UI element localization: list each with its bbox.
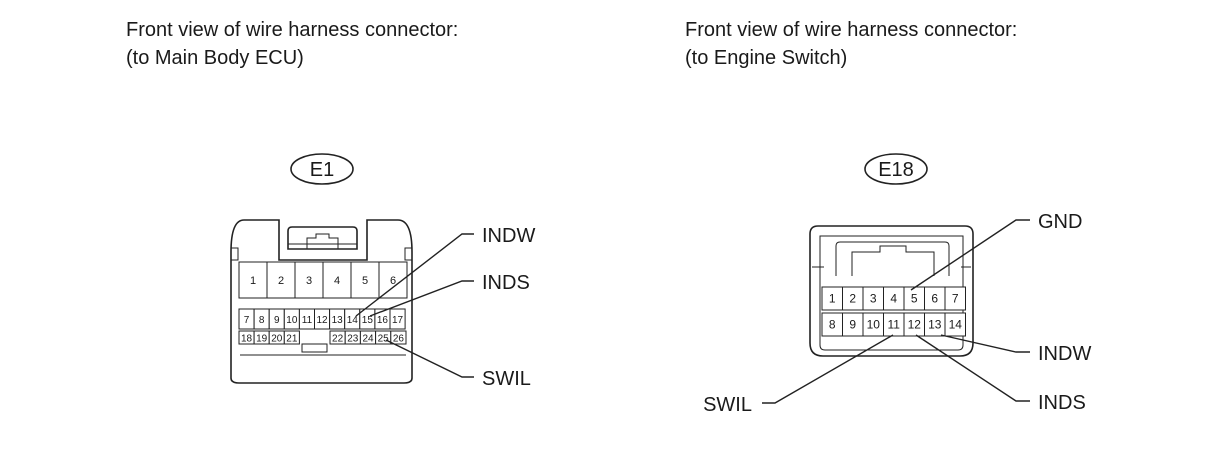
pin-cell [283,330,300,345]
pin-number: 22 [332,334,344,345]
latch-key [306,233,339,249]
pin-number: 6 [390,275,396,287]
connector-id-e18: E18 [878,159,914,181]
pin-cell [389,308,406,330]
left-heading: Front view of wire harness connector: (t… [126,16,458,72]
pin-number: 15 [362,315,374,326]
pin-number: 16 [377,315,389,326]
pin-cell [390,330,407,345]
leader-swil-e1 [385,339,474,378]
connector-housing-e18 [809,225,974,357]
housing-tab-right [404,247,413,261]
pin-number: 17 [392,315,404,326]
pin-number: 6 [931,292,938,306]
pin-number: 2 [278,275,284,287]
pin-number: 3 [306,275,312,287]
right-heading-line2: (to Engine Switch) [685,47,848,69]
signal-label-gnd-e18: GND [1038,211,1082,233]
signal-label-swil-e1: SWIL [482,368,531,390]
pin-number: 23 [347,334,359,345]
pin-number: 1 [250,275,256,287]
pin-cell [266,261,296,299]
pin-number: 10 [286,315,298,326]
pin-cell [350,261,380,299]
pin-number: 14 [949,318,963,332]
pin-number: 5 [911,292,918,306]
pin-number: 11 [888,318,901,332]
gap-block [301,343,328,353]
pin-row-top-e1: 1 2 3 4 5 6 [238,261,408,299]
pin-number: 26 [393,334,405,345]
signals-e18: GND INDW INDS SWIL [703,211,1091,416]
signals-e1: INDW INDS SWIL [355,225,535,390]
left-heading-line1: Front view of wire harness connector: [126,19,459,41]
connector-id-badge-e1 [290,153,354,185]
pin-number: 4 [334,275,340,287]
pin-number: 14 [347,315,359,326]
pin-number: 5 [362,275,368,287]
pin-number: 3 [870,292,877,306]
connector-latch-e1 [287,226,358,250]
pin-number: 9 [274,315,280,326]
pin-number: 18 [241,334,253,345]
pin-number: 8 [829,318,836,332]
signal-label-inds-e18: INDS [1038,392,1086,414]
signal-label-indw-e18: INDW [1038,343,1091,365]
right-heading-line1: Front view of wire harness connector: [685,19,1018,41]
pin-number: 1 [829,292,836,306]
connector-id-e1: E1 [310,159,334,181]
leader-inds-e1 [369,280,474,317]
pin-number: 21 [286,334,298,345]
housing-tab-left [230,247,239,261]
pin-cell [944,312,966,337]
pin-number: 7 [952,292,959,306]
leader-indw-e1 [355,233,474,317]
leader-gnd-e18 [910,219,1030,291]
pin-number: 7 [244,315,250,326]
pin-number: 13 [332,315,344,326]
signal-label-swil-e18: SWIL [703,394,752,416]
pin-number: 20 [271,334,283,345]
leader-inds-e18 [915,334,1030,402]
pin-number: 9 [849,318,856,332]
pin-number: 8 [259,315,265,326]
housing-inner-e18 [819,235,964,351]
right-heading: Front view of wire harness connector: (t… [685,16,1017,72]
pin-number: 25 [378,334,390,345]
connector-id-badge-e18 [864,153,928,185]
leader-swil-e18 [762,334,894,404]
left-heading-line2: (to Main Body ECU) [126,47,304,69]
pin-cell [944,286,966,311]
pin-number: 13 [928,318,942,332]
pin-number: 10 [867,318,881,332]
pin-cell [294,261,324,299]
key-notch-e18 [851,245,935,276]
connector-housing-e1 [230,219,413,384]
leader-indw-e18 [940,334,1030,353]
signal-label-indw-e1: INDW [482,225,535,247]
pin-cell [378,261,408,299]
pin-number: 11 [302,315,313,326]
pin-cell [322,261,352,299]
pin-number: 12 [908,318,922,332]
pin-number: 24 [362,334,374,345]
pin-number: 2 [849,292,856,306]
connector-key-e18 [835,241,950,276]
pin-number: 4 [890,292,897,306]
signal-label-inds-e1: INDS [482,272,530,294]
pin-number: 12 [316,315,328,326]
pin-number: 19 [256,334,268,345]
